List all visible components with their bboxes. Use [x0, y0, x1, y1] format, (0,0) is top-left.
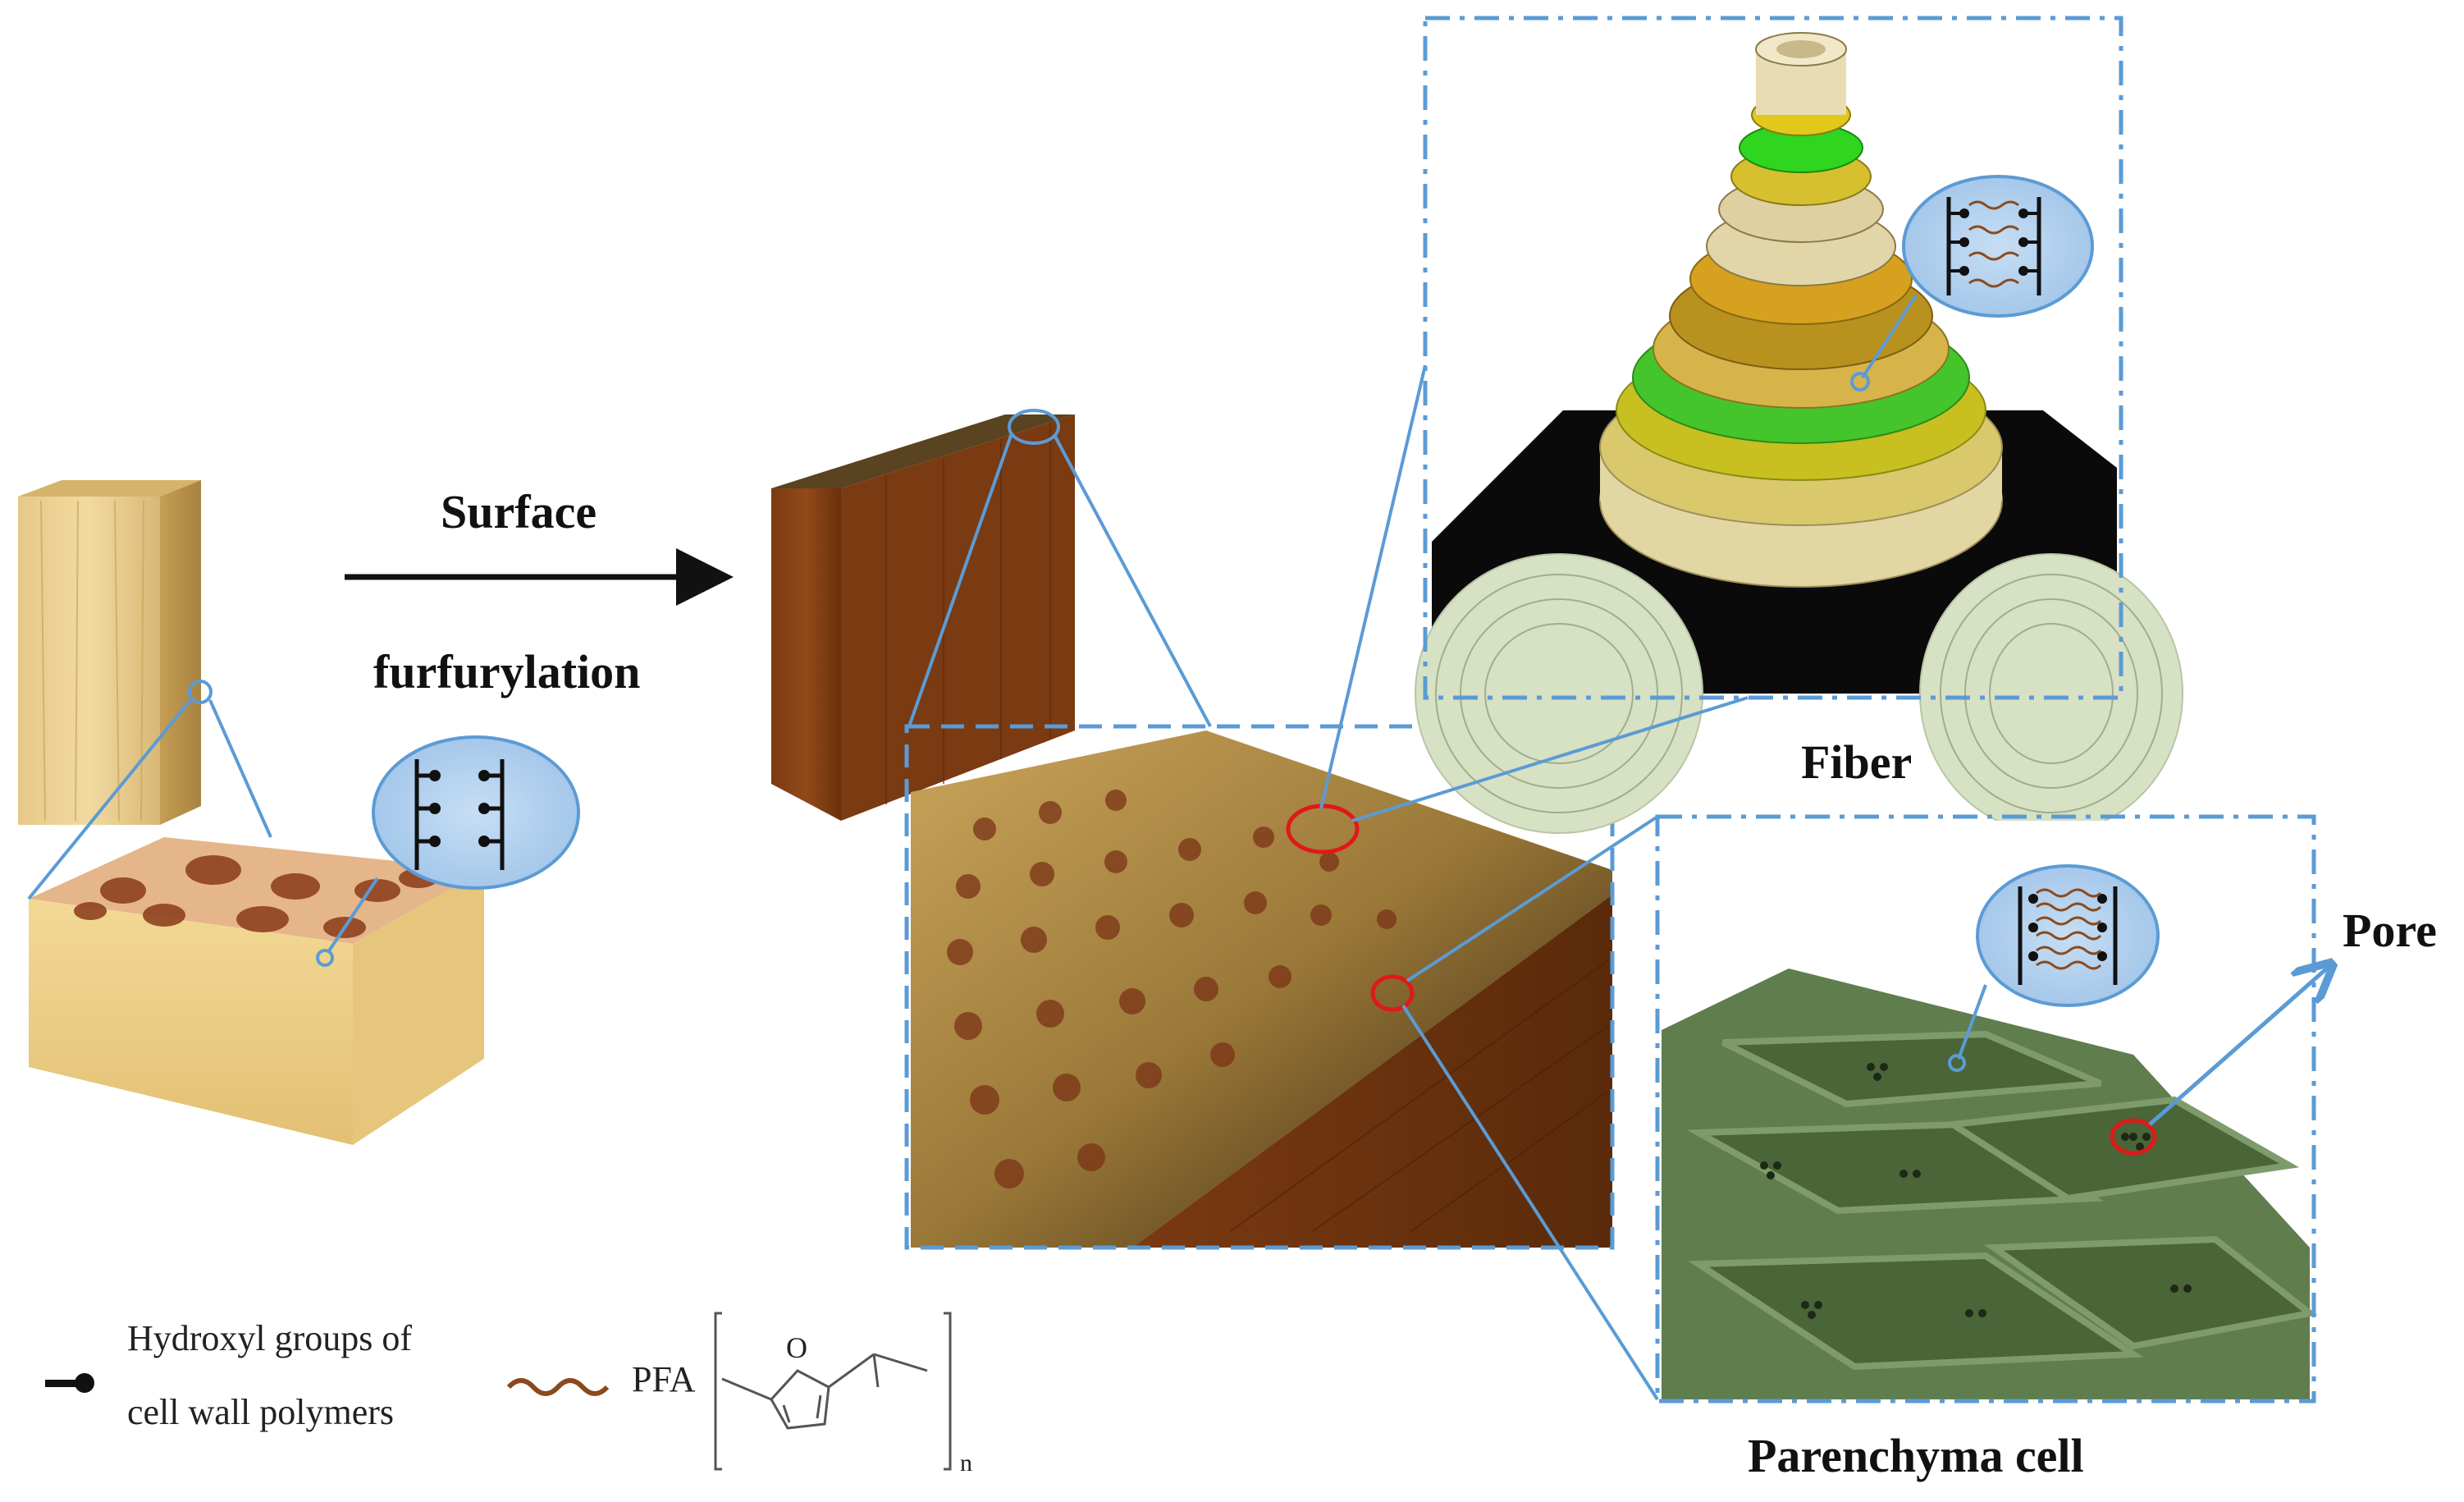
treated-wood-block — [771, 414, 1075, 821]
fiber-callout-lines — [1319, 364, 1749, 822]
parenchyma-panel-frame — [1655, 814, 2316, 1404]
parenchyma-label: Parenchyma cell — [1748, 1429, 2084, 1482]
pfa-symbol-wave — [506, 1378, 610, 1396]
fiber-panel — [1415, 16, 2183, 834]
hydroxyl-bubble-left — [372, 735, 580, 890]
zoomed-surface-panel — [904, 724, 1615, 1250]
fiber-label: Fiber — [1801, 735, 1913, 789]
legend-hydroxyl-line2: cell wall polymers — [127, 1392, 395, 1432]
middle-callout-lines — [907, 409, 1212, 727]
pfa-ring-oxygen: O — [786, 1331, 807, 1364]
left-callout-circle — [188, 680, 213, 704]
zoomed-surface-frame — [904, 724, 1615, 1250]
pore-arrow — [2148, 967, 2329, 1126]
untreated-wood-block — [18, 480, 201, 825]
pore-label: Pore — [2343, 904, 2437, 957]
pore-highlight-circle — [2110, 1118, 2157, 1156]
parenchyma-callout-lines — [1401, 815, 1659, 1401]
left-callout-lines — [27, 680, 379, 967]
process-label-line1: Surface — [441, 485, 597, 538]
parenchyma-pfa-bubble — [1948, 864, 2160, 1072]
hydroxyl-symbol-dot — [75, 1373, 94, 1393]
middle-callout-circle — [1008, 409, 1060, 445]
pfa-structure — [714, 1312, 952, 1471]
process-label-line2: furfurylation — [373, 645, 641, 698]
hydroxyl-symbol-bar — [45, 1380, 82, 1387]
fiber-pfa-bubble — [1850, 175, 2094, 392]
untreated-cross-section-slice — [29, 837, 484, 1145]
legend — [45, 1312, 952, 1471]
legend-hydroxyl-line1: Hydroxyl groups of — [127, 1318, 413, 1358]
left-cell-wall-point — [316, 949, 334, 967]
pfa-repeat-subscript: n — [960, 1449, 972, 1477]
legend-pfa-label: PFA — [632, 1359, 696, 1399]
fiber-wall-layers — [1599, 32, 2003, 588]
parenchyma-highlight-circle — [1370, 974, 1415, 1012]
fiber-panel-frame — [1423, 16, 2123, 700]
parenchyma-panel — [1655, 814, 2318, 1404]
